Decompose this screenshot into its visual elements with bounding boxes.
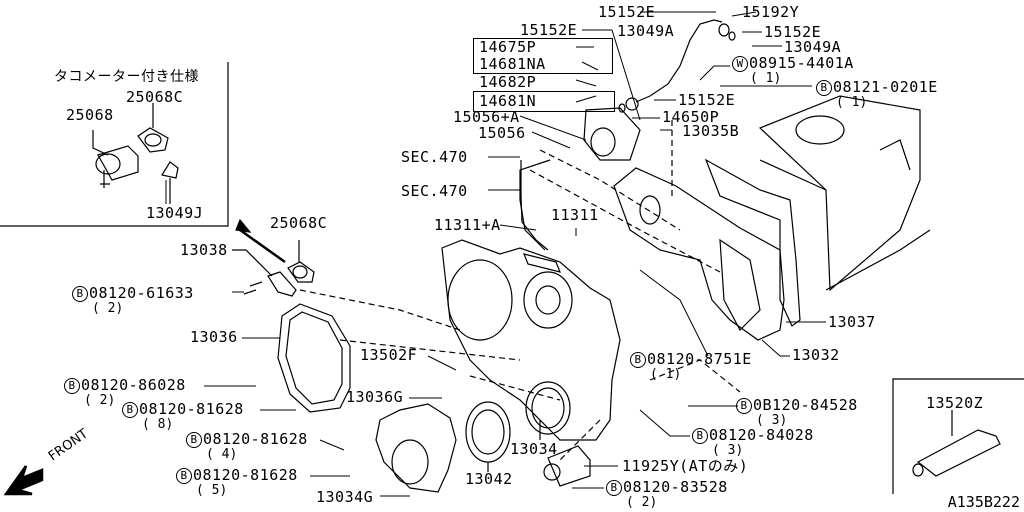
fastener-qty: ( 3) bbox=[756, 413, 788, 428]
fastener-qty: ( 3) bbox=[712, 443, 744, 458]
tacho-clip-drawing bbox=[161, 161, 179, 204]
pump-15056-drawing bbox=[519, 107, 641, 251]
part-label-15056[interactable]: 15056 bbox=[478, 124, 526, 142]
washer-symbol-icon: W bbox=[732, 56, 748, 72]
bolt-symbol-icon: B bbox=[122, 402, 138, 418]
part-label-15152E-3[interactable]: 15152E bbox=[520, 21, 578, 39]
front-arrow bbox=[3, 465, 44, 496]
part-label-25068C-inset[interactable]: 25068C bbox=[126, 88, 184, 106]
part-label-13034[interactable]: 13034 bbox=[510, 440, 558, 458]
fastener-qty: ( 2) bbox=[84, 393, 116, 408]
timing-plate-13032-drawing bbox=[613, 167, 785, 341]
part-label-14650P[interactable]: 14650P bbox=[662, 108, 720, 126]
oil-seal-13042-drawing bbox=[465, 401, 511, 472]
tacho-gasket-drawing bbox=[137, 103, 169, 153]
front-cover-13034-drawing bbox=[441, 239, 621, 441]
part-label-13034G[interactable]: 13034G bbox=[316, 488, 374, 506]
part-label-25068C[interactable]: 25068C bbox=[270, 214, 328, 232]
bolt-symbol-icon: B bbox=[176, 468, 192, 484]
part-label-13036[interactable]: 13036 bbox=[190, 328, 238, 346]
oil-pipe-15192y-drawing bbox=[618, 19, 736, 113]
part-label-13035B[interactable]: 13035B bbox=[682, 122, 740, 140]
bolt-61633 bbox=[243, 281, 263, 295]
part-label-25068[interactable]: 25068 bbox=[66, 106, 114, 124]
engine-block-drawing bbox=[758, 95, 931, 292]
hose-sec470 bbox=[520, 160, 549, 251]
part-label-13520Z[interactable]: 13520Z bbox=[926, 394, 984, 412]
part-label-15152E-top[interactable]: 15152E bbox=[598, 3, 656, 21]
part-label-11311A[interactable]: 11311+A bbox=[434, 216, 501, 234]
bolt-symbol-icon: B bbox=[630, 352, 646, 368]
sensor-11925y-drawing bbox=[543, 445, 591, 487]
part-label-13502F[interactable]: 13502F bbox=[360, 346, 418, 364]
bolt-symbol-icon: B bbox=[736, 398, 752, 414]
part-label-13049J[interactable]: 13049J bbox=[146, 204, 204, 222]
part-label-14681N[interactable]: 14681N bbox=[479, 92, 537, 110]
bolt-symbol-icon: B bbox=[72, 286, 88, 302]
fastener-qty: ( 2) bbox=[92, 301, 124, 316]
part-label-11925Y[interactable]: 11925Y(ATのみ) bbox=[622, 457, 749, 475]
part-label-13049A-2[interactable]: 13049A bbox=[784, 38, 842, 56]
plate-13038-drawing bbox=[232, 249, 297, 297]
part-label-13032[interactable]: 13032 bbox=[792, 346, 840, 364]
inset-sealant-frame bbox=[892, 378, 1024, 494]
fastener-qty: ( 8) bbox=[142, 417, 174, 432]
bolt-symbol-icon: B bbox=[816, 80, 832, 96]
sealant-tube-drawing bbox=[912, 410, 1001, 477]
part-label-14681NA[interactable]: 14681NA bbox=[479, 55, 546, 73]
tacho-sensor-drawing bbox=[92, 130, 139, 188]
part-label-14682P[interactable]: 14682P bbox=[479, 73, 537, 91]
inset-tacho-frame bbox=[0, 62, 229, 227]
inset-tacho-title: タコメーター付き仕様 bbox=[54, 69, 199, 85]
group-box-2 bbox=[473, 91, 615, 112]
bolt-symbol-icon: B bbox=[606, 480, 622, 496]
part-label-14675P[interactable]: 14675P bbox=[479, 38, 537, 56]
bolt-symbol-icon: B bbox=[692, 428, 708, 444]
fastener-qty: ( 5) bbox=[196, 483, 228, 498]
part-label-13049A-1[interactable]: 13049A bbox=[617, 22, 675, 40]
bolt-symbol-icon: B bbox=[64, 378, 80, 394]
part-label-15152E-4[interactable]: 15152E bbox=[678, 91, 736, 109]
bolt-symbol-icon: B bbox=[186, 432, 202, 448]
cover-13034g-drawing bbox=[375, 403, 457, 493]
part-label-15192Y[interactable]: 15192Y bbox=[742, 3, 800, 21]
part-label-15152E-2[interactable]: 15152E bbox=[764, 23, 822, 41]
part-label-13038[interactable]: 13038 bbox=[180, 241, 228, 259]
part-label-13036G[interactable]: 13036G bbox=[346, 388, 404, 406]
part-label-11311[interactable]: 11311 bbox=[551, 206, 599, 224]
gasket-13037-drawing bbox=[704, 158, 801, 327]
part-label-15056A[interactable]: 15056+A bbox=[453, 108, 520, 126]
diagram-code: A135B222 bbox=[947, 493, 1020, 511]
part-label-13037[interactable]: 13037 bbox=[828, 313, 876, 331]
part-label-13042[interactable]: 13042 bbox=[465, 470, 513, 488]
part-label-sec470-b[interactable]: SEC.470 bbox=[401, 182, 468, 200]
part-label-sec470-a[interactable]: SEC.470 bbox=[401, 148, 468, 166]
fastener-qty: ( 1) bbox=[750, 71, 782, 86]
group-box-1 bbox=[473, 38, 613, 74]
arrow-to-inset bbox=[239, 228, 286, 264]
fastener-qty: ( 4) bbox=[206, 447, 238, 462]
gasket-25068c-drawing bbox=[287, 240, 315, 283]
cover-13036-drawing bbox=[277, 303, 351, 413]
fastener-qty: ( 1) bbox=[650, 367, 682, 382]
fastener-qty: ( 1) bbox=[836, 95, 868, 110]
fastener-qty: ( 2) bbox=[626, 495, 658, 510]
